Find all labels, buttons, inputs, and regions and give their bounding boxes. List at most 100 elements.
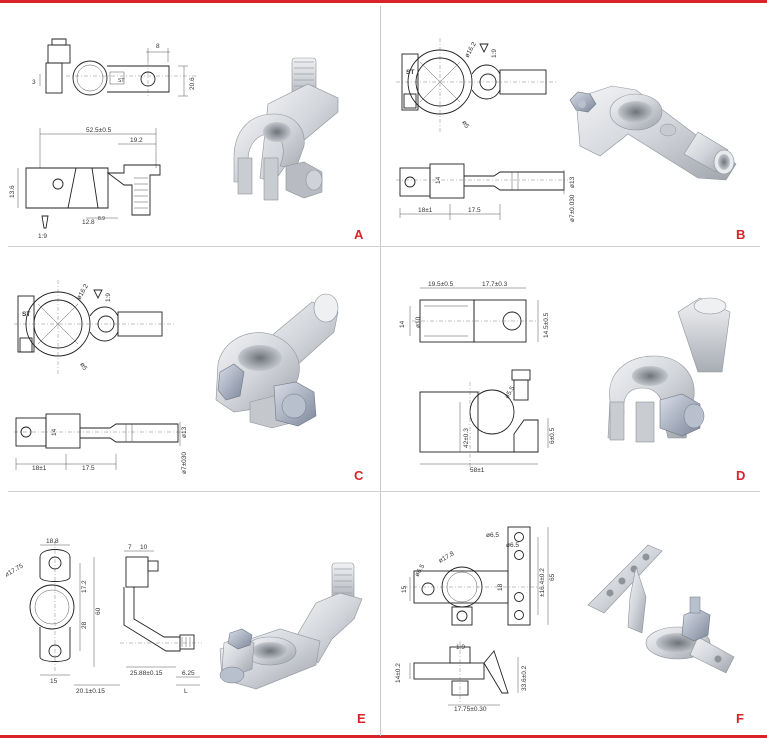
panel-e-top-view: [29, 541, 120, 686]
panel-d-dim-8: 42±0.3: [463, 428, 470, 448]
top-red-rule: [0, 0, 767, 3]
panel-b-drawing: ø16.2 1:9 ST ø5 14 ø13 18±1 17.5 ø7±0.03…: [396, 38, 737, 222]
panel-c-st-mark: ST: [22, 311, 30, 318]
panel-e-label: E: [357, 711, 366, 726]
horizontal-divider-2: [8, 491, 760, 492]
panel-f-dim-7: 65: [549, 573, 556, 581]
panel-a-st-mark: ST: [118, 78, 124, 84]
panel-d-dim-1: 19.5±0.5: [428, 281, 454, 288]
panel-d-drawing: 19.5±0.5 17.7±0.3 ø10 14 14.5±0.5 ø5.5 6…: [399, 281, 731, 474]
panel-c: ø16.2 1:9 ST ø5 14 ø13 18±1 17.5 ø7±030: [6, 252, 376, 492]
panel-f-terminal-render: [587, 544, 735, 674]
panel-a-top-view: [39, 38, 196, 98]
panel-f-dim-9: 1:9: [456, 644, 465, 651]
panel-e-dim-12: L: [184, 688, 188, 695]
panel-f-dim-8: 14±0.2: [395, 663, 402, 683]
panel-e-terminal-render: [219, 562, 363, 690]
panel-b-top-view: [396, 38, 558, 134]
panel-c-side-view: [14, 413, 186, 470]
panel-f: ø6.5 ø6.5 ø17.8 15 18 ±16.4±0.2 65 14±0.…: [388, 497, 758, 737]
panel-f-dim-12: ø6.5: [486, 532, 499, 539]
panel-a-dim-3: 20.6: [189, 77, 196, 90]
panel-d-dim-9: 58±1: [470, 467, 485, 474]
panel-b-dim-9: ø7±0.030: [569, 194, 576, 222]
panel-a-dim-6: 13.6: [9, 185, 16, 198]
panel-d-top-view: [409, 287, 539, 343]
horizontal-divider-1: [8, 246, 760, 247]
panel-d-label: D: [736, 468, 746, 483]
panel-a-taper-symbol: [41, 215, 49, 229]
panel-c-dim-4: ø5: [78, 362, 88, 372]
panel-e-dim-4: 28: [81, 621, 88, 629]
panel-e-drawing: 18.8 ø17.75 17.2 28 60 15 20.1±0.15 7 10…: [6, 538, 363, 695]
panel-b-st-mark: ST: [406, 69, 414, 76]
panel-f-top-view: [404, 526, 549, 626]
panel-a-label: A: [354, 227, 364, 242]
panel-e-side-view: [120, 550, 202, 686]
panel-f-dim-1: ø6.5: [506, 542, 519, 549]
panel-d-terminal-render: [607, 297, 731, 443]
panel-e-dim-6: 15: [50, 678, 58, 685]
panel-d-dim-7: 6±0.5: [549, 427, 556, 444]
panel-a-dim-7: 12.8: [82, 219, 95, 226]
panel-e-dim-8: 7: [128, 544, 132, 551]
panel-c-dim-2: 1:9: [105, 293, 112, 302]
panel-e-dim-9: 10: [140, 544, 148, 551]
panel-d-dim-5: 14.5±0.5: [543, 312, 550, 338]
panel-f-dim-2: ø6.5: [414, 563, 427, 578]
panel-d-dim-2: 17.7±0.3: [482, 281, 508, 288]
panel-e-dim-7: 20.1±0.15: [76, 688, 105, 695]
panel-a-drawing: 8 3 20.6 ST 52.5±0.5 19.2 13.6 12.8 8.9 …: [9, 38, 339, 240]
panel-f-dim-6: ±16.4±0.2: [539, 568, 546, 597]
panel-e-dim-1: 18.8: [46, 538, 59, 545]
panel-e-dim-3: 17.2: [81, 580, 88, 593]
panel-b: ø16.2 1:9 ST ø5 14 ø13 18±1 17.5 ø7±0.03…: [388, 8, 758, 248]
panel-d-front-view: [419, 369, 549, 472]
panel-f-dim-11: 17.75±0.30: [454, 706, 487, 713]
panel-f-side-view: [409, 641, 519, 706]
panel-f-label: F: [736, 711, 744, 726]
panel-c-label: C: [354, 468, 364, 483]
panel-e-dim-2: ø17.75: [6, 562, 25, 578]
panel-a-dim-9: 1:9: [38, 233, 47, 240]
panel-d-dim-6: ø5.5: [504, 385, 517, 400]
panel-c-dim-9: ø7±030: [181, 452, 188, 474]
panel-a-dim-1: 8: [156, 43, 160, 50]
panel-f-drawing: ø6.5 ø6.5 ø17.8 15 18 ±16.4±0.2 65 14±0.…: [395, 526, 735, 713]
panel-a: 8 3 20.6 ST 52.5±0.5 19.2 13.6 12.8 8.9 …: [6, 8, 376, 248]
panel-a-dim-5: 19.2: [130, 137, 143, 144]
panel-b-terminal-render: [569, 85, 737, 181]
panel-b-dim-2: 1:9: [491, 49, 498, 58]
panel-b-dim-5: 14: [435, 176, 442, 184]
panel-e-dim-11: 6.25: [182, 670, 195, 677]
panel-e-dim-5: 60: [95, 607, 102, 615]
panel-a-dim-4: 52.5±0.5: [86, 127, 112, 134]
panel-e-dim-10: 25.88±0.15: [130, 670, 163, 677]
panel-c-drawing: ø16.2 1:9 ST ø5 14 ø13 18±1 17.5 ø7±030: [14, 280, 339, 474]
panel-d: 19.5±0.5 17.7±0.3 ø10 14 14.5±0.5 ø5.5 6…: [388, 252, 758, 492]
panel-f-dim-4: 15: [401, 585, 408, 593]
panel-a-side-view: [17, 128, 161, 219]
vertical-divider: [380, 6, 381, 736]
panel-d-dim-3: ø10: [415, 316, 422, 328]
panel-a-dim-8: 8.9: [98, 216, 105, 222]
panel-b-dim-7: 18±1: [418, 207, 433, 214]
panel-c-dim-1: ø16.2: [76, 283, 91, 301]
panel-c-dim-6: ø13: [181, 426, 188, 438]
panel-d-dim-4: 14: [399, 320, 406, 328]
panel-c-dim-7: 18±1: [32, 465, 47, 472]
panel-a-dim-2: 3: [32, 79, 36, 86]
panel-e: 18.8 ø17.75 17.2 28 60 15 20.1±0.15 7 10…: [6, 497, 376, 737]
panel-c-dim-5: 14: [51, 428, 58, 436]
panel-a-terminal-render: [233, 57, 339, 201]
panel-b-label: B: [736, 227, 746, 242]
panel-b-side-view: [396, 163, 568, 220]
panel-b-dim-8: 17.5: [468, 207, 481, 214]
panel-c-dim-8: 17.5: [82, 465, 95, 472]
panel-b-dim-4: ø5: [460, 120, 470, 130]
panel-f-dim-5: 18: [497, 583, 504, 591]
bottom-red-rule: [0, 735, 767, 738]
panel-c-top-view: [14, 280, 176, 376]
panel-f-dim-10: 33.6±0.2: [521, 665, 528, 691]
panel-c-terminal-render: [215, 293, 339, 429]
